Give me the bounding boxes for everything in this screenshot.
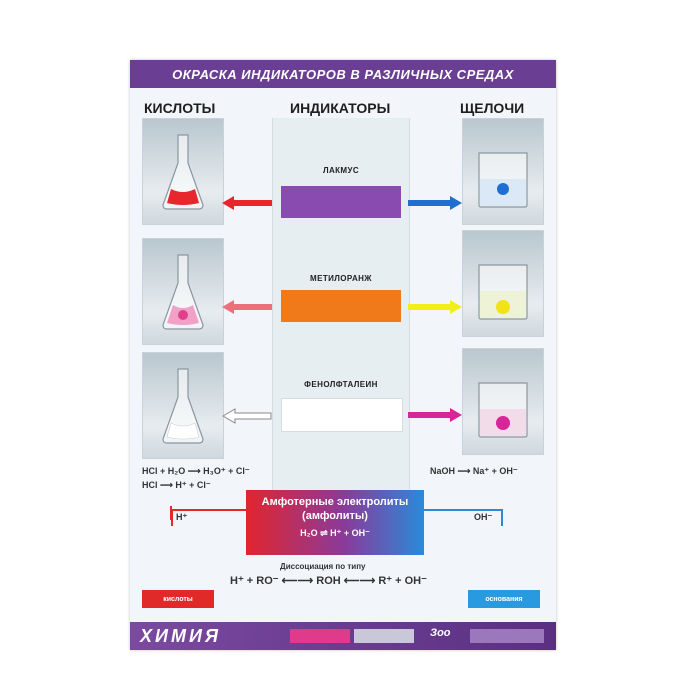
acid-photo-phenolphthalein xyxy=(142,352,224,459)
indicator-name-phenolphthalein: ФЕНОЛФТАЛЕИН xyxy=(304,380,378,389)
right-ion: OH⁻ xyxy=(474,512,493,522)
right-bracket-line xyxy=(424,509,503,526)
acid-photo-litmus xyxy=(142,118,224,225)
footer-chip-3 xyxy=(470,629,544,643)
tag-bases: основания xyxy=(468,590,540,608)
flask-icon xyxy=(162,134,204,210)
arrow-left-litmus xyxy=(222,196,272,210)
swatch-litmus xyxy=(281,186,401,218)
amphoteric-title: Амфотерные электролиты xyxy=(261,496,409,508)
amphoteric-box: Амфотерные электролиты (амфолиты) H₂O ⇌ … xyxy=(246,490,424,555)
acid-photo-methylorange xyxy=(142,238,224,345)
poster-title: ОКРАСКА ИНДИКАТОРОВ В РАЗЛИЧНЫХ СРЕДАХ xyxy=(130,60,556,88)
left-ion: H⁺ xyxy=(176,512,188,522)
alkali-photo-litmus xyxy=(462,118,544,225)
acids-header: КИСЛОТЫ xyxy=(144,100,216,116)
acid-equation-2: HCl ⟶ H⁺ + Cl⁻ xyxy=(142,480,211,490)
beaker-icon xyxy=(478,264,528,320)
arrow-right-litmus xyxy=(408,196,462,210)
beaker-icon xyxy=(478,382,528,438)
footer: ХИМИЯ Зоо xyxy=(130,622,556,650)
poster: ОКРАСКА ИНДИКАТОРОВ В РАЗЛИЧНЫХ СРЕДАХ К… xyxy=(130,60,556,650)
indicator-name-methylorange: МЕТИЛОРАНЖ xyxy=(310,274,372,283)
indicator-column: ЛАКМУС МЕТИЛОРАНЖ ФЕНОЛФТАЛЕИН xyxy=(272,118,410,518)
footer-logo: Зоо xyxy=(430,627,451,639)
indicators-header: ИНДИКАТОРЫ xyxy=(290,100,391,116)
left-bracket-line xyxy=(171,509,246,526)
footer-chip-2 xyxy=(354,629,414,643)
alkalis-header: ЩЕЛОЧИ xyxy=(460,100,525,116)
flask-icon xyxy=(162,368,204,444)
dissociation-equation: H⁺ + RO⁻ ⟵⟶ ROH ⟵⟶ R⁺ + OH⁻ xyxy=(230,575,427,587)
arrow-right-methylorange xyxy=(408,300,462,314)
arrow-left-methylorange xyxy=(222,300,272,314)
indicator-name-litmus: ЛАКМУС xyxy=(322,166,360,175)
flask-icon xyxy=(162,254,204,330)
beaker-icon xyxy=(478,152,528,208)
alkali-equation: NaOH ⟶ Na⁺ + OH⁻ xyxy=(430,466,518,476)
dissociation-label: Диссоциация по типу xyxy=(280,562,366,571)
amphoteric-equation: H₂O ⇌ H⁺ + OH⁻ xyxy=(300,528,370,538)
alkali-photo-methylorange xyxy=(462,230,544,337)
swatch-phenolphthalein xyxy=(281,398,403,432)
acid-equation-1: HCl + H₂O ⟶ H₃O⁺ + Cl⁻ xyxy=(142,466,250,476)
swatch-methylorange xyxy=(281,290,401,322)
alkali-photo-phenolphthalein xyxy=(462,348,544,455)
footer-chip-1 xyxy=(290,629,350,643)
arrow-left-phenolphthalein xyxy=(222,408,272,424)
amphoteric-subtitle: (амфолиты) xyxy=(302,510,368,522)
footer-brand: ХИМИЯ xyxy=(140,626,222,646)
tag-acids: кислоты xyxy=(142,590,214,608)
arrow-right-phenolphthalein xyxy=(408,408,462,422)
